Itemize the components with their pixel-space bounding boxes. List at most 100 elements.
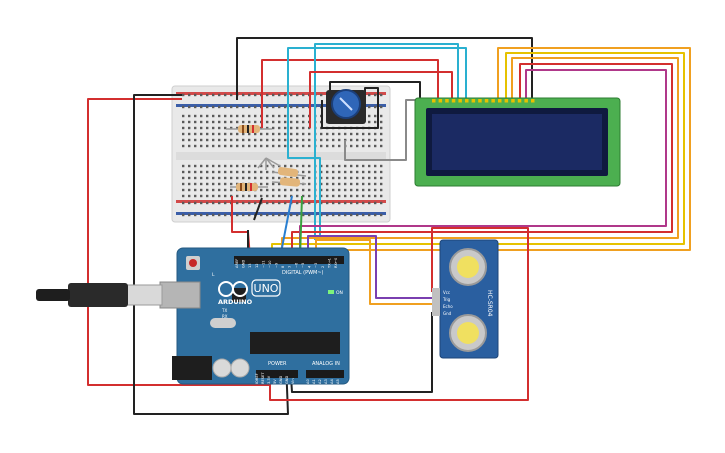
breadboard-hole [308, 176, 311, 180]
breadboard-hole [182, 138, 185, 142]
on-label: ON [336, 290, 343, 296]
breadboard-hole [260, 164, 263, 168]
breadboard-hole [332, 201, 335, 205]
breadboard-hole [254, 170, 257, 174]
breadboard-hole [380, 164, 383, 168]
breadboard-hole [368, 182, 371, 186]
lcd-pin [451, 99, 456, 103]
breadboard-hole [338, 188, 341, 192]
breadboard-hole [218, 213, 221, 217]
breadboard-hole [338, 213, 341, 217]
breadboard-hole [236, 213, 239, 217]
breadboard-hole [326, 132, 329, 136]
breadboard-hole [266, 201, 269, 205]
sensor-pin-label: Trig [442, 297, 451, 302]
breadboard-hole [374, 144, 377, 148]
breadboard-hole [248, 170, 251, 174]
breadboard-hole [224, 144, 227, 148]
breadboard-hole [224, 188, 227, 192]
breadboard-hole [266, 93, 269, 97]
uno-label: UNO [254, 282, 279, 295]
pin-label: GND [279, 376, 283, 384]
arduino-brand: ARDUINO [218, 298, 253, 306]
pin-label: 12 [255, 263, 259, 268]
breadboard-hole [320, 170, 323, 174]
breadboard-hole [308, 164, 311, 168]
breadboard-hole [236, 170, 239, 174]
crystal [210, 318, 236, 328]
breadboard-hole [260, 188, 263, 192]
breadboard-hole [308, 194, 311, 198]
breadboard-hole [182, 105, 185, 109]
breadboard-hole [182, 176, 185, 180]
breadboard-hole [332, 213, 335, 217]
breadboard-hole [284, 105, 287, 109]
breadboard-hole [278, 144, 281, 148]
breadboard-hole [218, 188, 221, 192]
breadboard-hole [194, 132, 197, 136]
breadboard-hole [326, 176, 329, 180]
sensor-model-label: HC-SR04 [486, 290, 493, 317]
breadboard-hole [224, 213, 227, 217]
breadboard-hole [254, 105, 257, 109]
breadboard-hole [266, 114, 269, 118]
breadboard-hole [320, 144, 323, 148]
pin-label: A0 [306, 379, 310, 384]
breadboard-rail-positive-bottom [176, 200, 386, 203]
breadboard-hole [182, 194, 185, 198]
power-header [256, 370, 298, 378]
breadboard-hole [374, 138, 377, 142]
breadboard-hole [266, 194, 269, 198]
breadboard-hole [356, 182, 359, 186]
breadboard-hole [374, 188, 377, 192]
breadboard-hole [182, 126, 185, 130]
resistor-4 [271, 177, 307, 187]
breadboard-hole [206, 164, 209, 168]
breadboard-hole [194, 138, 197, 142]
lcd-pin [484, 99, 489, 103]
breadboard-hole [206, 105, 209, 109]
breadboard-hole [260, 132, 263, 136]
breadboard-hole [320, 201, 323, 205]
breadboard-hole [266, 126, 269, 130]
breadboard-hole [278, 194, 281, 198]
breadboard-hole [320, 176, 323, 180]
breadboard-hole [236, 194, 239, 198]
breadboard-hole [290, 93, 293, 97]
breadboard-hole [236, 132, 239, 136]
pin-label: IOREF [255, 373, 259, 384]
breadboard-hole [212, 93, 215, 97]
breadboard-hole [236, 164, 239, 168]
breadboard-hole [230, 164, 233, 168]
breadboard-hole [278, 114, 281, 118]
breadboard-hole [302, 164, 305, 168]
usb-plug [125, 284, 163, 306]
breadboard-hole [302, 170, 305, 174]
breadboard-hole [266, 188, 269, 192]
breadboard-hole [344, 164, 347, 168]
potentiometer[interactable] [326, 89, 366, 124]
breadboard-hole [296, 144, 299, 148]
breadboard-hole [200, 138, 203, 142]
pin-label: GND [242, 260, 246, 268]
breadboard-hole [272, 188, 275, 192]
breadboard-hole [230, 105, 233, 109]
breadboard-hole [200, 105, 203, 109]
breadboard-hole [206, 182, 209, 186]
breadboard-hole [194, 120, 197, 124]
breadboard-rail-negative-top [176, 104, 386, 107]
breadboard-hole [182, 120, 185, 124]
breadboard-hole [296, 114, 299, 118]
breadboard-hole [356, 213, 359, 217]
breadboard-hole [326, 194, 329, 198]
breadboard-hole [290, 132, 293, 136]
breadboard-hole [362, 164, 365, 168]
pin-label: GND [285, 376, 289, 384]
breadboard-hole [260, 213, 263, 217]
breadboard-hole [362, 144, 365, 148]
breadboard-hole [218, 93, 221, 97]
breadboard-hole [194, 114, 197, 118]
breadboard-hole [218, 126, 221, 130]
pin-label: AREF [235, 259, 239, 268]
pin-label: ~11 [261, 260, 265, 268]
